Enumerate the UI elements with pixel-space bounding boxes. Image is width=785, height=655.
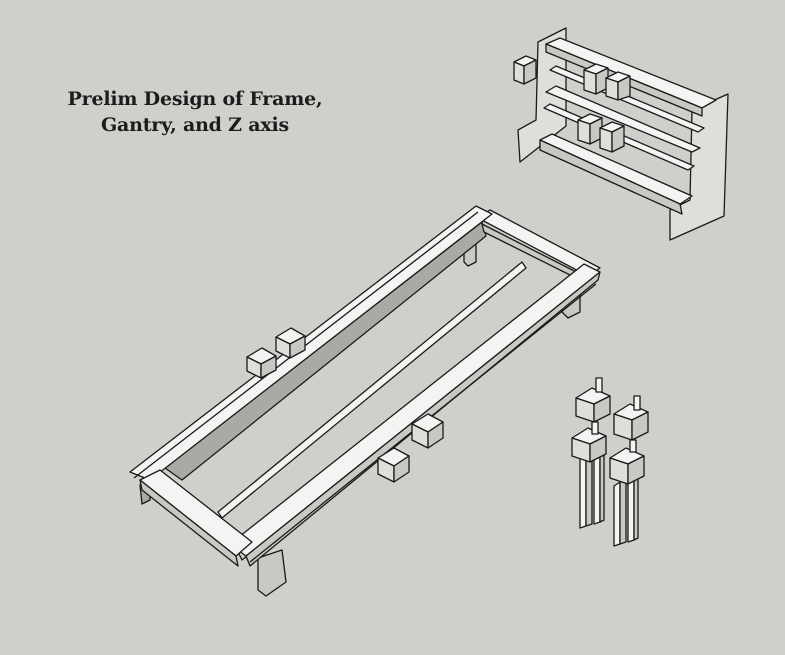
title-line-2: Gantry, and Z axis	[100, 114, 290, 136]
frame-rail-left-edge	[133, 211, 479, 479]
frame-motor-right-2	[411, 413, 444, 449]
gantry-side-plate-right	[669, 93, 729, 241]
z-axis-column-right	[609, 395, 649, 547]
frame-motor-left-1	[246, 347, 277, 379]
gantry-motor-1	[583, 63, 609, 95]
gantry-motor-side	[513, 55, 537, 85]
gantry-side-plate-left	[517, 27, 567, 163]
frame-lead-screw	[217, 261, 527, 519]
frame-motor-right-1	[377, 447, 410, 483]
frame-rail-right	[229, 263, 601, 557]
title-line-1: Prelim Design of Frame,	[67, 88, 323, 110]
gantry-rail-middle	[545, 85, 701, 153]
gantry-motor-2	[605, 71, 631, 101]
gantry-motor-4	[599, 121, 625, 153]
frame-motor-left-2	[275, 327, 306, 359]
frame-assembly	[129, 205, 601, 597]
frame-leg-front-right	[257, 549, 287, 597]
z-axis-assembly	[571, 377, 649, 547]
diagram-title: Prelim Design of Frame, Gantry, and Z ax…	[50, 86, 340, 138]
frame-front-crossbar	[139, 469, 253, 557]
gantry-assembly	[513, 27, 729, 241]
z-axis-column-left	[571, 377, 611, 529]
gantry-motor-3	[577, 113, 603, 145]
frame-front-crossbar-side	[139, 479, 239, 567]
